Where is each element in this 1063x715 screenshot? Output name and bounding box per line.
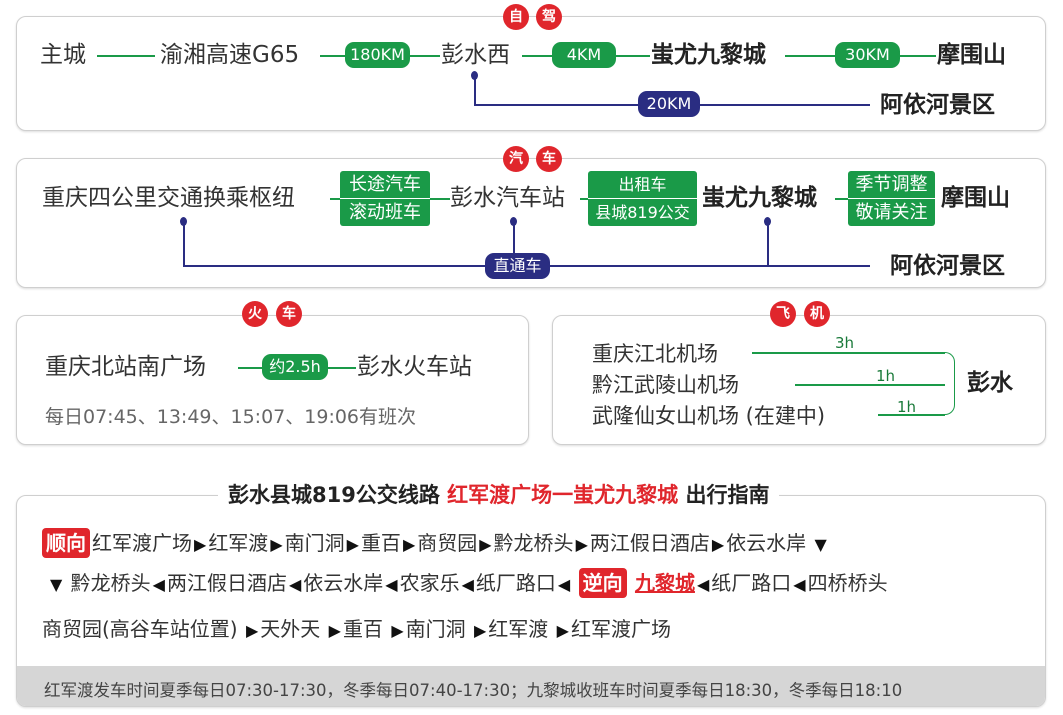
bus-stop: 依云水岸 bbox=[726, 531, 807, 555]
distance-pill: 180KM bbox=[345, 42, 410, 68]
train-origin: 重庆北站南广场 bbox=[45, 354, 206, 380]
flight-duration: 3h bbox=[835, 334, 855, 352]
bus-stop: 黔龙桥头 bbox=[70, 571, 151, 595]
transfer-box: 季节调整敬请关注 bbox=[848, 171, 935, 226]
forward-tag: 顺向 bbox=[42, 528, 90, 558]
arrow-right-icon: ▶ bbox=[391, 621, 404, 640]
arrow-left-icon: ◀ bbox=[385, 575, 398, 594]
airport: 武隆仙女山机场 (在建中) bbox=[592, 404, 826, 428]
badge-char: 自 bbox=[503, 4, 529, 30]
node-ayihe: 阿依河景区 bbox=[880, 92, 995, 118]
bus-stop: 红军渡广场 bbox=[92, 531, 192, 555]
distance-pill: 4KM bbox=[552, 42, 616, 68]
arrow-right-icon: ▶ bbox=[270, 535, 283, 554]
bus-stop: 红军渡广场 bbox=[570, 617, 671, 641]
bus-stop: 天外天 bbox=[260, 617, 321, 641]
self-drive-panel bbox=[16, 16, 1046, 131]
arrow-right-icon: ▶ bbox=[194, 535, 207, 554]
arrow-right-icon: ▶ bbox=[556, 621, 569, 640]
node-moweishan: 摩围山 bbox=[941, 185, 1010, 211]
arrow-right-icon: ▶ bbox=[575, 535, 588, 554]
arrow-left-icon: ◀ bbox=[461, 575, 474, 594]
badge-char: 机 bbox=[804, 301, 830, 327]
node-moweishan: 摩围山 bbox=[937, 42, 1006, 68]
bus-stop: 农家乐 bbox=[399, 571, 460, 595]
reverse-destination: 九黎城 bbox=[634, 571, 695, 595]
route-title: 彭水县城819公交线路 红军渡广场一蚩尤九黎城 出行指南 bbox=[218, 480, 780, 510]
train-panel bbox=[16, 315, 529, 445]
badge-char: 飞 bbox=[770, 301, 796, 327]
arrow-right-icon: ▶ bbox=[328, 621, 341, 640]
flight-destination: 彭水 bbox=[967, 370, 1013, 396]
bus-stop: 商贸园 bbox=[417, 531, 478, 555]
arrow-right-icon: ▶ bbox=[402, 535, 416, 554]
bus-stop: 重百 bbox=[342, 617, 383, 641]
badge-char: 驾 bbox=[536, 4, 562, 30]
arrow-right-icon: ▶ bbox=[479, 535, 492, 554]
duration-pill: 约2.5h bbox=[262, 354, 328, 380]
airport: 重庆江北机场 bbox=[592, 342, 718, 366]
route-reverse-row: ▼ 黔龙桥头◀两江假日酒店◀依云水岸◀农家乐◀纸厂路口◀ 逆向 九黎城◀纸厂路口… bbox=[48, 568, 888, 600]
route-reverse-row-cont: 商贸园(高谷车站位置) ▶天外天 ▶重百 ▶南门洞 ▶红军渡 ▶红军渡广场 bbox=[42, 614, 671, 646]
distance-pill: 20KM bbox=[638, 91, 700, 117]
node-bus-station: 彭水汽车站 bbox=[450, 185, 565, 211]
flight-duration: 1h bbox=[897, 398, 917, 416]
train-schedule: 每日07:45、13:49、15:07、19:06有班次 bbox=[45, 406, 417, 428]
bus-stop: 商贸园(高谷车站位置) bbox=[42, 617, 238, 641]
arrow-left-icon: ◀ bbox=[152, 575, 165, 594]
bus-stop: 黔龙桥头 bbox=[493, 531, 574, 555]
direct-bus-pill: 直通车 bbox=[485, 253, 550, 279]
train-destination: 彭水火车站 bbox=[357, 354, 472, 380]
node-chongqing-hub: 重庆四公里交通换乘枢纽 bbox=[42, 185, 295, 211]
bus-stop: 重百 bbox=[360, 531, 401, 555]
bus-stop: 纸厂路口 bbox=[475, 571, 556, 595]
distance-pill: 30KM bbox=[835, 42, 900, 68]
arrow-left-icon: ◀ bbox=[793, 575, 806, 594]
schedule-footer-text: 红军渡发车时间夏季每日07:30-17:30，冬季每日07:40-17:30；九… bbox=[44, 681, 903, 700]
arrow-left-icon: ◀ bbox=[557, 575, 571, 594]
airport: 黔江武陵山机场 bbox=[592, 373, 739, 397]
node-jiuli-city: 蚩尤九黎城 bbox=[651, 42, 766, 68]
node-ayihe: 阿依河景区 bbox=[890, 253, 1005, 279]
node-jiuli-city: 蚩尤九黎城 bbox=[702, 185, 817, 211]
bus-stop: 红军渡 bbox=[488, 617, 549, 641]
badge-char: 车 bbox=[276, 301, 302, 327]
bus-stop: 四桥桥头 bbox=[807, 571, 888, 595]
arrow-left-icon: ◀ bbox=[696, 575, 710, 594]
arrow-down-icon: ▼ bbox=[50, 575, 63, 594]
bus-stop: 红军渡 bbox=[208, 531, 269, 555]
route-819-panel bbox=[16, 495, 1046, 707]
badge-char: 车 bbox=[536, 146, 562, 172]
node-pengshui-west: 彭水西 bbox=[441, 42, 510, 68]
schedule-footer bbox=[17, 666, 1045, 706]
arrow-right-icon: ▶ bbox=[346, 535, 359, 554]
arrow-right-icon: ▶ bbox=[711, 535, 725, 554]
bus-stop: 依云水岸 bbox=[303, 571, 384, 595]
arrow-right-icon: ▶ bbox=[245, 621, 259, 640]
flight-duration: 1h bbox=[876, 367, 896, 385]
arrow-left-icon: ◀ bbox=[288, 575, 302, 594]
arrow-down-icon: ▼ bbox=[814, 535, 827, 554]
node-main-city: 主城 bbox=[40, 42, 86, 68]
bus-stop: 两江假日酒店 bbox=[166, 571, 287, 595]
transfer-box: 出租车县城819公交 bbox=[588, 171, 697, 226]
bus-stop: 南门洞 bbox=[405, 617, 466, 641]
transfer-box: 长途汽车滚动班车 bbox=[340, 171, 430, 226]
bus-stop: 南门洞 bbox=[284, 531, 345, 555]
route-forward-row: 顺向红军渡广场▶红军渡▶南门洞▶重百▶商贸园▶黔龙桥头▶两江假日酒店▶依云水岸 … bbox=[42, 528, 829, 560]
badge-char: 汽 bbox=[503, 146, 529, 172]
badge-char: 火 bbox=[242, 301, 268, 327]
bus-stop: 纸厂路口 bbox=[711, 571, 792, 595]
node-highway: 渝湘高速G65 bbox=[160, 42, 300, 68]
reverse-tag: 逆向 bbox=[578, 568, 627, 598]
arrow-right-icon: ▶ bbox=[473, 621, 487, 640]
flight-panel bbox=[552, 315, 1046, 445]
bus-stop: 两江假日酒店 bbox=[589, 531, 710, 555]
